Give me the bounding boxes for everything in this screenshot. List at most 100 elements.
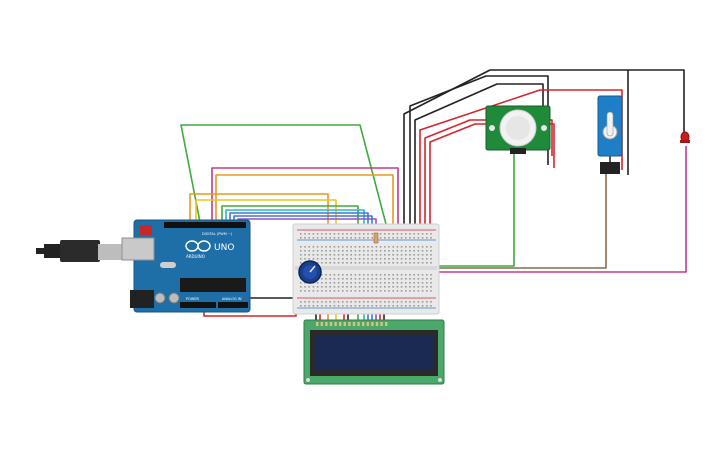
- breadboard-hole[interactable]: [421, 254, 424, 256]
- breadboard-hole[interactable]: [426, 278, 428, 280]
- breadboard-hole[interactable]: [312, 246, 315, 248]
- breadboard-hole[interactable]: [346, 282, 348, 284]
- breadboard-hole[interactable]: [350, 305, 352, 307]
- breadboard-hole[interactable]: [333, 233, 336, 235]
- breadboard-hole[interactable]: [342, 290, 344, 292]
- breadboard-hole[interactable]: [312, 258, 315, 260]
- breadboard-hole[interactable]: [392, 250, 394, 252]
- breadboard-hole[interactable]: [354, 305, 357, 307]
- breadboard-hole[interactable]: [400, 258, 403, 260]
- breadboard-hole[interactable]: [367, 274, 369, 276]
- breadboard-hole[interactable]: [430, 301, 432, 303]
- breadboard-hole[interactable]: [421, 237, 424, 239]
- breadboard-hole[interactable]: [354, 258, 357, 260]
- breadboard-hole[interactable]: [358, 233, 361, 235]
- breadboard-hole[interactable]: [405, 233, 407, 235]
- servo-motor[interactable]: [597, 95, 623, 174]
- breadboard-hole[interactable]: [421, 301, 424, 303]
- breadboard-hole[interactable]: [363, 301, 365, 303]
- breadboard-hole[interactable]: [358, 274, 361, 276]
- breadboard-hole[interactable]: [367, 237, 369, 239]
- lcd-pin[interactable]: [320, 322, 323, 326]
- breadboard-hole[interactable]: [337, 258, 340, 260]
- breadboard-hole[interactable]: [363, 233, 365, 235]
- breadboard-hole[interactable]: [316, 258, 319, 260]
- breadboard-hole[interactable]: [316, 262, 319, 264]
- breadboard-hole[interactable]: [379, 258, 382, 260]
- breadboard-hole[interactable]: [325, 233, 327, 235]
- breadboard-hole[interactable]: [371, 282, 373, 284]
- breadboard-hole[interactable]: [346, 233, 348, 235]
- breadboard-hole[interactable]: [304, 250, 306, 252]
- breadboard-hole[interactable]: [400, 250, 403, 252]
- breadboard-hole[interactable]: [413, 258, 415, 260]
- breadboard-hole[interactable]: [400, 301, 403, 303]
- breadboard-hole[interactable]: [384, 246, 386, 248]
- breadboard-hole[interactable]: [321, 286, 323, 288]
- breadboard-hole[interactable]: [392, 262, 394, 264]
- breadboard-hole[interactable]: [409, 233, 411, 235]
- breadboard-hole[interactable]: [400, 290, 403, 292]
- breadboard-hole[interactable]: [350, 250, 352, 252]
- breadboard-hole[interactable]: [304, 258, 306, 260]
- lcd-pin[interactable]: [357, 322, 360, 326]
- breadboard-hole[interactable]: [350, 262, 352, 264]
- breadboard-hole[interactable]: [375, 282, 378, 284]
- breadboard-hole[interactable]: [417, 301, 420, 303]
- breadboard-hole[interactable]: [329, 290, 331, 292]
- breadboard-hole[interactable]: [426, 282, 428, 284]
- wire-led-black[interactable]: [628, 69, 685, 140]
- breadboard-hole[interactable]: [430, 237, 432, 239]
- breadboard-hole[interactable]: [337, 282, 340, 284]
- breadboard-hole[interactable]: [396, 254, 399, 256]
- breadboard-hole[interactable]: [375, 250, 378, 252]
- breadboard-hole[interactable]: [430, 282, 432, 284]
- breadboard-hole[interactable]: [321, 274, 323, 276]
- breadboard-hole[interactable]: [421, 258, 424, 260]
- breadboard-hole[interactable]: [321, 282, 323, 284]
- wire-orange-2[interactable]: [215, 174, 394, 232]
- breadboard-hole[interactable]: [409, 258, 411, 260]
- breadboard-hole[interactable]: [350, 282, 352, 284]
- lcd-pin[interactable]: [366, 322, 369, 326]
- breadboard-hole[interactable]: [384, 305, 386, 307]
- breadboard-hole[interactable]: [325, 274, 327, 276]
- breadboard-hole[interactable]: [337, 274, 340, 276]
- breadboard-hole[interactable]: [308, 258, 310, 260]
- breadboard-hole[interactable]: [409, 274, 411, 276]
- breadboard-hole[interactable]: [409, 254, 411, 256]
- breadboard-hole[interactable]: [300, 301, 302, 303]
- breadboard-hole[interactable]: [392, 258, 394, 260]
- breadboard-hole[interactable]: [396, 237, 399, 239]
- breadboard-hole[interactable]: [329, 305, 331, 307]
- lcd-pin[interactable]: [339, 322, 342, 326]
- breadboard-hole[interactable]: [363, 254, 365, 256]
- breadboard-hole[interactable]: [329, 250, 331, 252]
- breadboard-hole[interactable]: [417, 250, 420, 252]
- breadboard-hole[interactable]: [379, 286, 382, 288]
- breadboard-hole[interactable]: [388, 286, 390, 288]
- breadboard-hole[interactable]: [379, 305, 382, 307]
- breadboard-hole[interactable]: [400, 278, 403, 280]
- breadboard-hole[interactable]: [426, 237, 428, 239]
- breadboard-hole[interactable]: [321, 250, 323, 252]
- breadboard-hole[interactable]: [358, 246, 361, 248]
- breadboard-hole[interactable]: [350, 258, 352, 260]
- breadboard-hole[interactable]: [400, 233, 403, 235]
- breadboard-hole[interactable]: [354, 286, 357, 288]
- breadboard-hole[interactable]: [367, 233, 369, 235]
- breadboard-hole[interactable]: [388, 233, 390, 235]
- breadboard-hole[interactable]: [304, 286, 306, 288]
- breadboard-hole[interactable]: [333, 237, 336, 239]
- breadboard-hole[interactable]: [375, 278, 378, 280]
- breadboard-hole[interactable]: [363, 305, 365, 307]
- breadboard-hole[interactable]: [426, 258, 428, 260]
- breadboard-hole[interactable]: [350, 274, 352, 276]
- breadboard-hole[interactable]: [354, 282, 357, 284]
- breadboard-hole[interactable]: [388, 274, 390, 276]
- breadboard-hole[interactable]: [316, 237, 319, 239]
- breadboard-hole[interactable]: [329, 262, 331, 264]
- potentiometer[interactable]: [298, 260, 322, 284]
- breadboard-hole[interactable]: [421, 274, 424, 276]
- breadboard-hole[interactable]: [304, 233, 306, 235]
